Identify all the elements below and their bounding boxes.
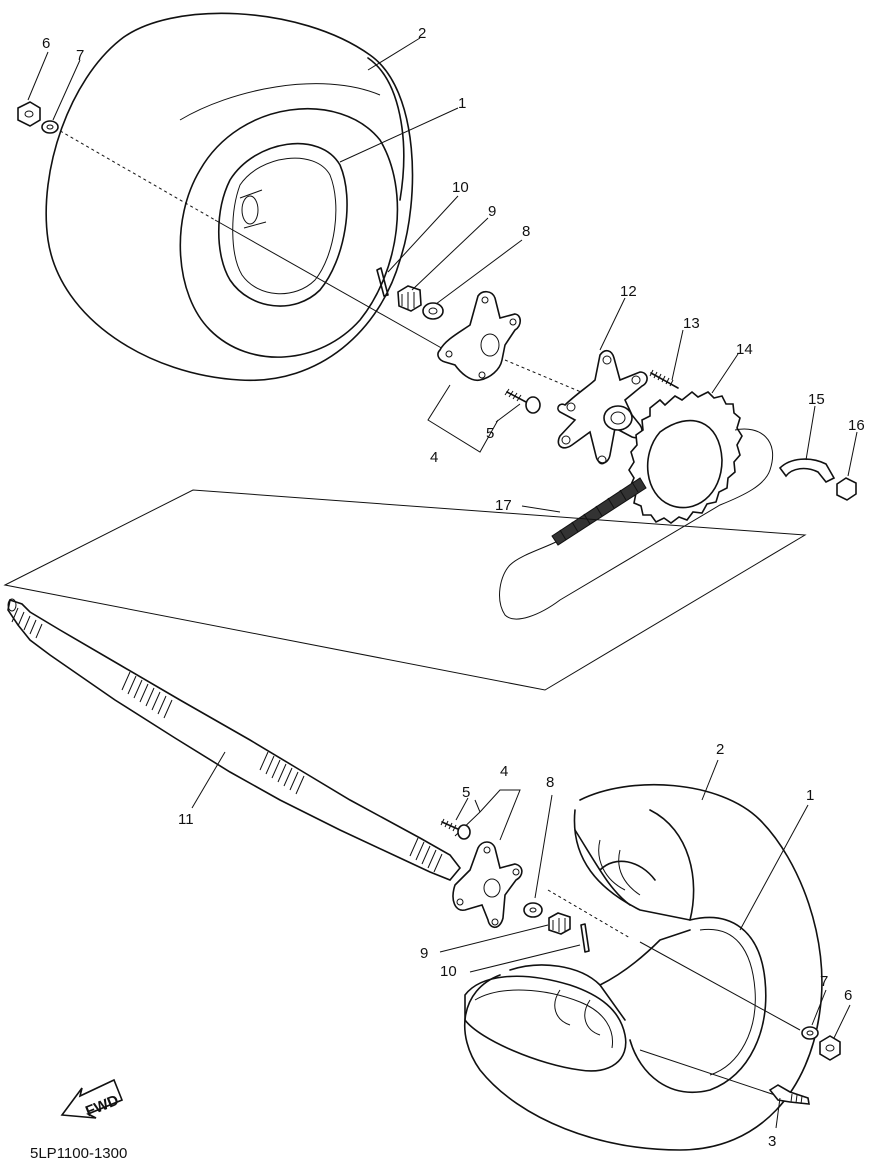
top-castle-nut-9: [397, 285, 422, 312]
top-callouts: 6 7 2 1 10 9 8 12 13 14 15 16 5 4 17: [42, 25, 865, 514]
callout-2-bottom: 2: [716, 741, 724, 758]
callout-14: 14: [736, 341, 753, 358]
callout-5: 5: [486, 425, 494, 442]
callout-7-bottom: 7: [820, 973, 828, 990]
top-nut-6: [17, 101, 41, 127]
diagram-code: 5LP1100-1300: [30, 1145, 127, 1159]
callout-15: 15: [808, 391, 825, 408]
callout-4: 4: [430, 449, 438, 466]
bottom-castle-nut-9: [548, 912, 571, 935]
top-hub-4: [437, 290, 522, 382]
chain-17: [551, 477, 647, 546]
bottom-leader-lines: [439, 759, 851, 1129]
bottom-cotter-pin-10: [580, 923, 590, 953]
top-washer-8: [422, 302, 444, 320]
callout-2: 2: [418, 25, 426, 42]
rear-axle-11: [7, 598, 462, 881]
bottom-callouts: 11 4 5 8 2 1 9 10 7 6 3: [178, 741, 852, 1150]
top-wheel-rim: [218, 142, 348, 307]
callout-5-bottom: 5: [462, 784, 470, 801]
top-rear-tire: [45, 12, 414, 382]
callout-12: 12: [620, 283, 637, 300]
nut-16: [836, 477, 857, 501]
callout-16: 16: [848, 417, 865, 434]
sprocket-14: [628, 390, 743, 524]
fwd-arrow-icon: FWD: [60, 1078, 124, 1120]
callout-17: 17: [495, 497, 512, 514]
bottom-washer-7: [801, 1026, 819, 1040]
lock-washer-15: [778, 458, 836, 484]
bottom-hub-4: [452, 841, 523, 929]
callout-11: 11: [178, 811, 194, 828]
stud-13: [649, 369, 679, 389]
callout-9-bottom: 9: [420, 945, 428, 962]
bottom-nut-6: [819, 1035, 841, 1061]
sprocket-hub-12: [557, 349, 648, 465]
callout-9: 9: [488, 203, 496, 220]
callout-8: 8: [522, 223, 530, 240]
callout-1-bottom: 1: [806, 787, 814, 804]
callout-6-bottom: 6: [844, 987, 852, 1004]
callout-10-bottom: 10: [440, 963, 457, 980]
bottom-bolt-5: [440, 818, 471, 840]
callout-10: 10: [452, 179, 469, 196]
callout-4-bottom: 4: [500, 763, 508, 780]
callout-13: 13: [683, 315, 700, 332]
callout-6: 6: [42, 35, 50, 52]
top-leader-lines: [27, 37, 858, 513]
callout-3-bottom: 3: [768, 1133, 776, 1150]
callout-7: 7: [76, 47, 84, 64]
bottom-wheel-rim: [464, 829, 691, 1072]
top-cotter-pin-10: [376, 267, 389, 297]
callout-1: 1: [458, 95, 466, 112]
valve-stem-3: [768, 1084, 810, 1105]
bottom-washer-8: [523, 902, 543, 918]
callout-8-bottom: 8: [546, 774, 554, 791]
top-washer-7: [41, 120, 59, 134]
top-bolt-5: [504, 388, 541, 414]
axle-leader: [191, 751, 226, 809]
